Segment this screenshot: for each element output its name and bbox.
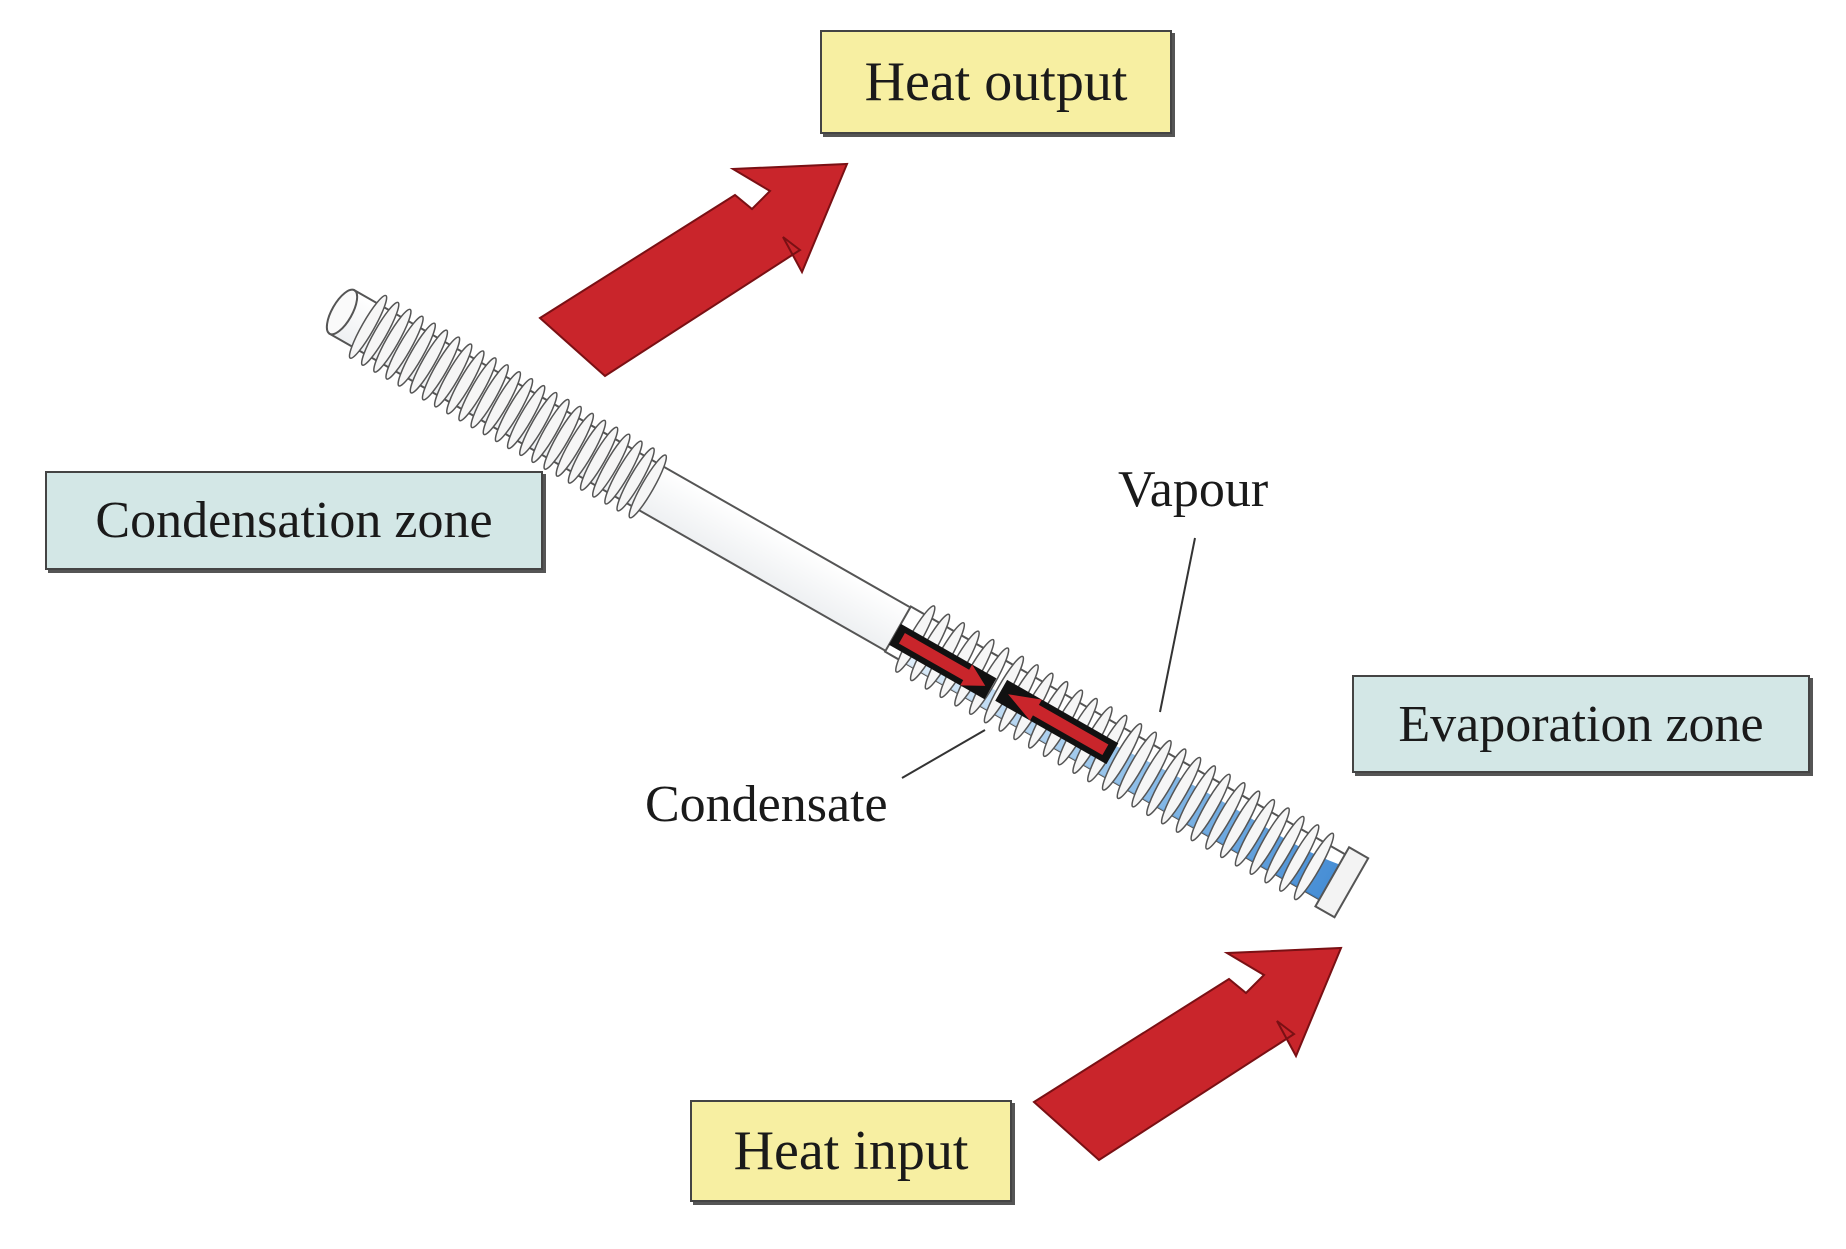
vapour-flow-icon bbox=[1008, 694, 1109, 755]
fin bbox=[348, 294, 388, 360]
heat-output-arrow-icon bbox=[538, 162, 849, 378]
fin bbox=[397, 322, 437, 387]
fin bbox=[1116, 731, 1158, 800]
fin bbox=[1131, 739, 1172, 808]
fin bbox=[1234, 798, 1276, 867]
fin bbox=[458, 357, 497, 422]
fin bbox=[567, 419, 607, 484]
fin bbox=[494, 377, 534, 443]
fin bbox=[1146, 748, 1187, 817]
fin bbox=[1190, 773, 1231, 842]
fin bbox=[373, 308, 412, 373]
fin bbox=[1175, 765, 1217, 833]
vapour-leader-line bbox=[1159, 537, 1196, 713]
vapour-label: Vapour bbox=[1118, 461, 1269, 518]
fin bbox=[1205, 781, 1246, 850]
fin bbox=[518, 391, 558, 457]
fin bbox=[360, 301, 400, 366]
fin bbox=[1264, 815, 1305, 884]
condenser-fins bbox=[348, 294, 668, 519]
condensate-flow-icon bbox=[898, 633, 986, 686]
fin bbox=[1219, 790, 1261, 859]
fin bbox=[506, 384, 546, 450]
fin bbox=[385, 315, 424, 380]
fin bbox=[1249, 807, 1290, 876]
heat-output-label: Heat output bbox=[820, 30, 1172, 134]
heat-pipe bbox=[325, 288, 1370, 919]
fin bbox=[433, 343, 473, 408]
fin bbox=[628, 454, 668, 519]
heat-input-arrow-icon bbox=[1032, 946, 1343, 1162]
fin bbox=[543, 405, 582, 471]
fin bbox=[1293, 832, 1335, 901]
evaporation-zone-label: Evaporation zone bbox=[1352, 675, 1810, 773]
fin bbox=[579, 426, 619, 491]
fin bbox=[446, 350, 485, 415]
fin bbox=[604, 440, 643, 505]
fin bbox=[1278, 824, 1320, 892]
fin bbox=[1160, 756, 1202, 825]
fin bbox=[482, 371, 522, 436]
fin bbox=[409, 329, 449, 394]
condensate-label: Condensate bbox=[645, 776, 888, 833]
fin bbox=[1101, 723, 1143, 791]
fin bbox=[555, 412, 595, 477]
fin bbox=[470, 364, 509, 429]
condensation-zone-label: Condensation zone bbox=[45, 471, 543, 570]
fin bbox=[591, 433, 631, 498]
condensate-leader-line bbox=[901, 729, 986, 779]
fin bbox=[421, 336, 461, 401]
heat-input-label: Heat input bbox=[690, 1100, 1012, 1202]
fin bbox=[616, 447, 655, 512]
fin bbox=[531, 398, 570, 464]
